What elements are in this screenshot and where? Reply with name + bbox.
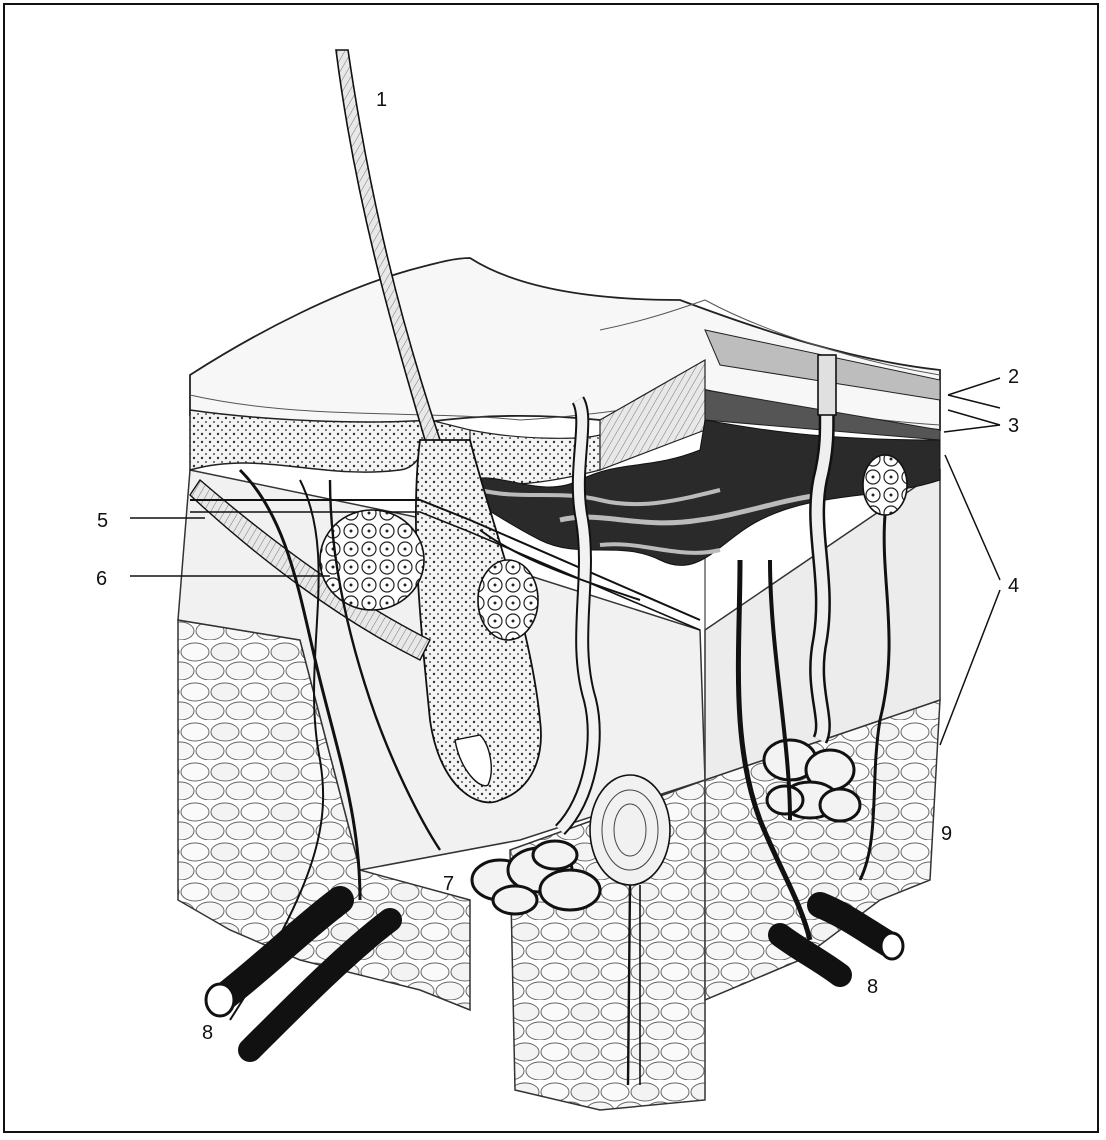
label-4-dermis: 4 [1008, 575, 1019, 597]
label-5-muscle: 5 [97, 510, 108, 532]
label-9-nerve: 9 [941, 823, 952, 845]
label-8-vessels-right: 8 [867, 976, 878, 998]
label-8-vessels-left: 8 [202, 1022, 213, 1044]
label-1-hair: 1 [376, 89, 387, 111]
label-6-sebaceous-gland: 6 [96, 568, 107, 590]
label-3-papillary: 3 [1008, 415, 1019, 437]
label-7-sweat-gland: 7 [443, 873, 454, 895]
label-2-epidermis: 2 [1008, 366, 1019, 388]
